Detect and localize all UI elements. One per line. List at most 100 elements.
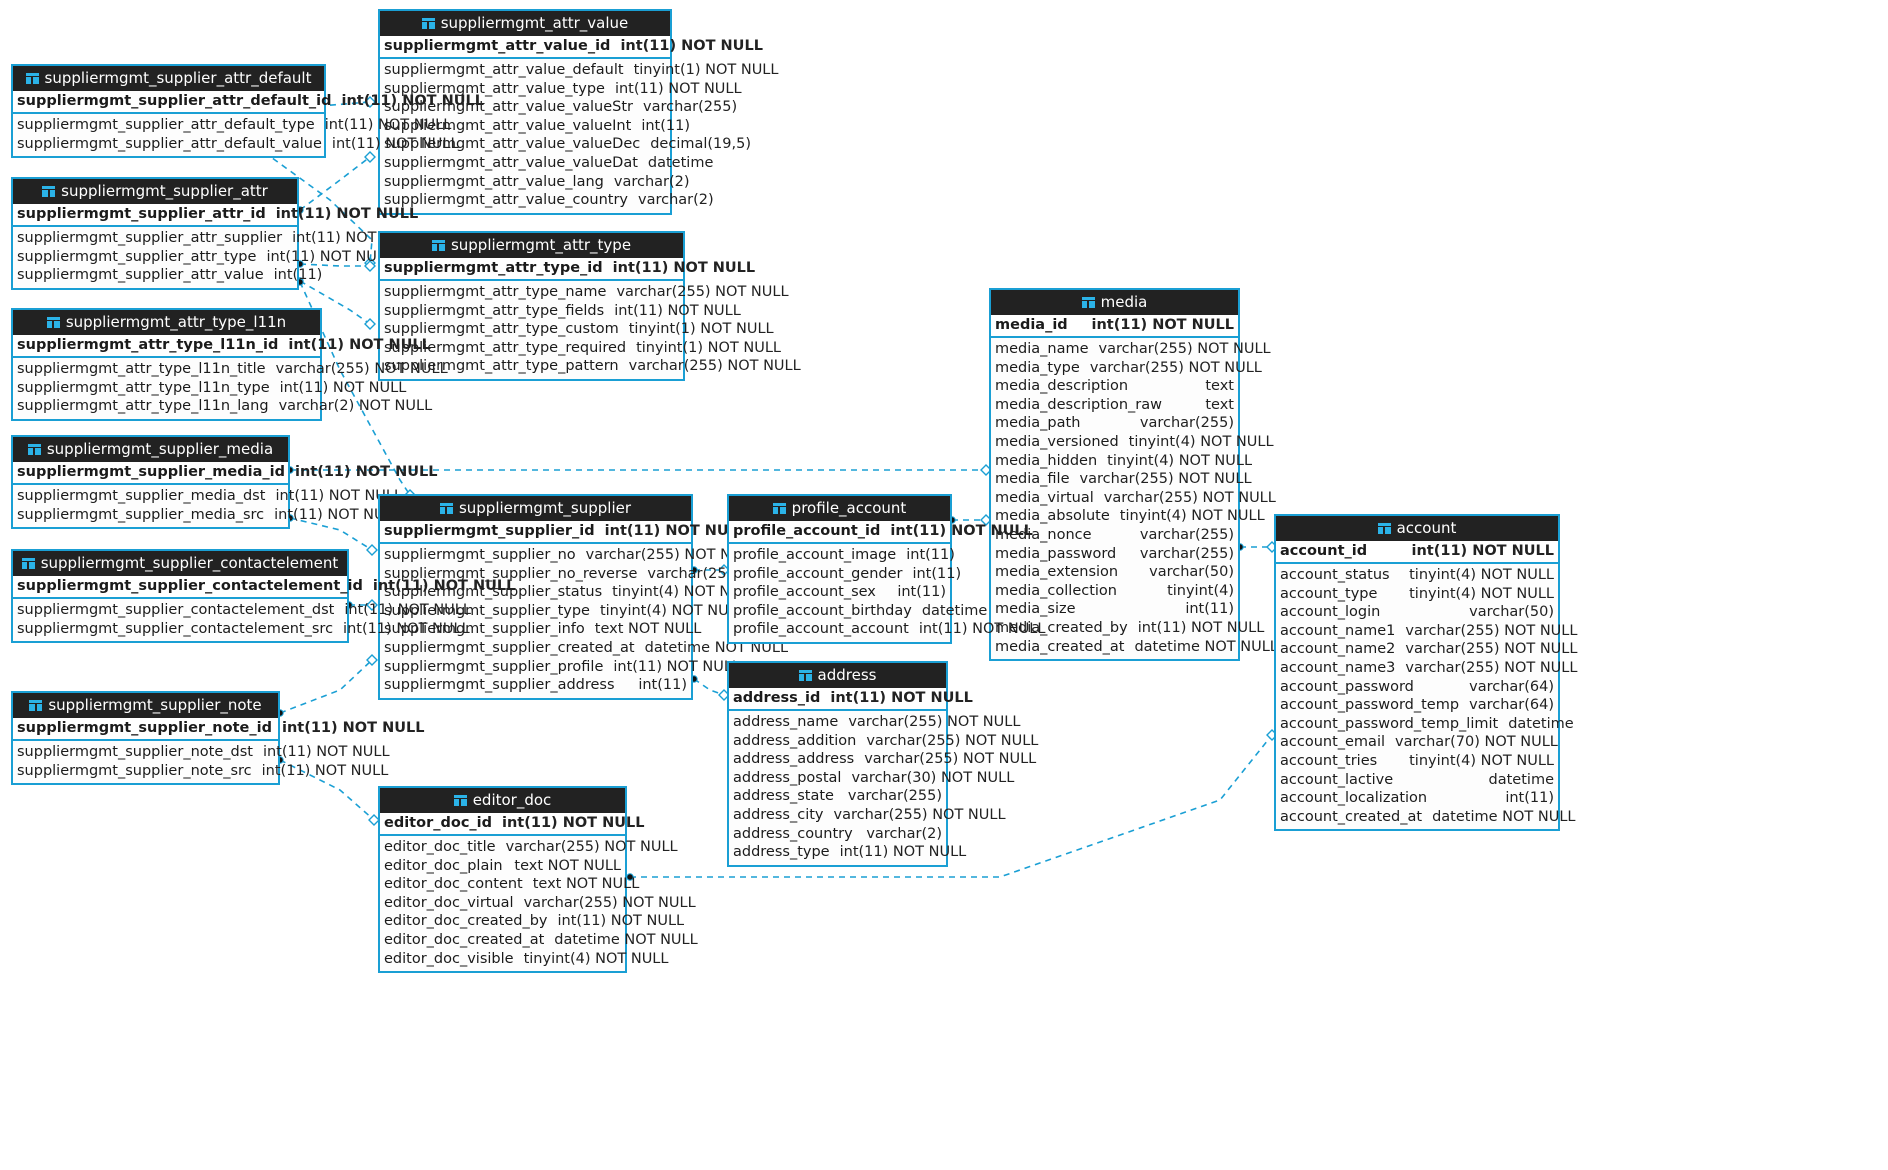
column-type: int(11) xyxy=(912,565,962,582)
column-name: editor_doc_title xyxy=(384,839,496,855)
entity-header[interactable]: editor_doc xyxy=(380,788,625,813)
entity-header[interactable]: suppliermgmt_supplier_contactelement xyxy=(13,551,347,576)
entity-header[interactable]: suppliermgmt_supplier_attr_default xyxy=(13,66,324,91)
column-type: int(11) NOT NULL xyxy=(288,337,431,353)
entity-header[interactable]: suppliermgmt_attr_type_l11n xyxy=(13,310,320,335)
table-icon xyxy=(42,186,56,197)
column-type: tinyint(4) NOT NULL xyxy=(612,584,758,601)
column-type: varchar(255) NOT NULL xyxy=(585,547,758,563)
column-type: varchar(255) xyxy=(643,99,738,116)
column-name: address_addition xyxy=(733,732,857,749)
entity-header[interactable]: suppliermgmt_attr_type xyxy=(380,233,683,258)
table-icon xyxy=(21,558,35,569)
column-name: account_password_temp_limit xyxy=(1280,715,1499,732)
entity-header[interactable]: profile_account xyxy=(729,496,950,521)
entity-header[interactable]: suppliermgmt_supplier_attr xyxy=(13,179,297,204)
entity-title: media xyxy=(1100,293,1148,311)
column-name: suppliermgmt_attr_type_fields xyxy=(384,302,605,319)
entity-header[interactable]: suppliermgmt_supplier_media xyxy=(13,437,288,462)
column-type: varchar(255) NOT NULL xyxy=(1079,471,1252,488)
column-type: int(11) NOT NULL xyxy=(344,602,471,618)
column-name: media_extension xyxy=(995,564,1119,581)
column-type: varchar(255) NOT NULL xyxy=(505,839,678,855)
column-name: profile_account_birthday xyxy=(733,602,912,619)
column-row: account_password_temp_limit datetime xyxy=(1276,715,1574,734)
entity-header[interactable]: account xyxy=(1276,516,1558,541)
column-type: varchar(255) NOT NULL xyxy=(1089,359,1262,376)
column-name: editor_doc_created_at xyxy=(384,931,545,948)
column-type: datetime NOT NULL xyxy=(1432,808,1576,825)
column-name: address_city xyxy=(733,806,824,823)
entity-title: suppliermgmt_supplier_attr_default xyxy=(44,69,312,87)
column-name: suppliermgmt_supplier_contactelement_dst xyxy=(17,602,335,618)
column-name: profile_account_image xyxy=(733,547,897,563)
column-type: text NOT NULL xyxy=(594,621,702,638)
entity-table-suppliermgmt_attr_value[interactable]: suppliermgmt_attr_value suppliermgmt_attr… xyxy=(378,9,778,215)
entity-header[interactable]: address xyxy=(729,663,946,688)
column-type: int(11) NOT NULL xyxy=(830,690,973,706)
entity-header[interactable]: suppliermgmt_supplier_note xyxy=(13,693,278,718)
column-type: varchar(255) NOT NULL xyxy=(616,284,789,300)
column-type: varchar(2) xyxy=(638,192,714,209)
entity-header[interactable]: media xyxy=(991,290,1238,315)
column-type: decimal(19,5) xyxy=(650,136,751,153)
column-type: varchar(255) xyxy=(847,788,942,805)
table-icon xyxy=(439,503,453,514)
column-type: int(11) xyxy=(273,267,323,284)
column-type: tinyint(4) NOT NULL xyxy=(1409,752,1554,769)
column-name: suppliermgmt_attr_value_id xyxy=(384,38,611,54)
column-name: profile_account_sex xyxy=(733,584,876,601)
column-name: suppliermgmt_supplier_attr_type xyxy=(17,248,257,265)
column-type: int(11) NOT NULL xyxy=(839,844,967,861)
column-type: datetime xyxy=(1508,715,1574,732)
column-type: varchar(255) NOT NULL xyxy=(866,732,1039,749)
column-row: address_city varchar(255) NOT NULL xyxy=(729,806,1006,825)
table-icon xyxy=(1377,523,1391,534)
column-type: int(11) NOT NULL xyxy=(331,135,459,152)
column-name: suppliermgmt_supplier_created_at xyxy=(384,639,635,656)
entity-header[interactable]: suppliermgmt_supplier xyxy=(380,496,691,521)
entity-header[interactable]: suppliermgmt_attr_value xyxy=(380,11,670,36)
column-name: media_path xyxy=(995,415,1081,432)
column-row: editor_doc_title varchar(255) NOT NULL xyxy=(380,838,678,857)
column-type: int(11) NOT NULL xyxy=(1137,619,1265,636)
column-name: address_state xyxy=(733,788,834,805)
column-type: text NOT NULL xyxy=(532,876,640,893)
column-name: account_lactive xyxy=(1280,771,1394,788)
entity-table-suppliermgmt_attr_type_l11n[interactable]: suppliermgmt_attr_type_l11n suppliermgmt_… xyxy=(11,308,448,421)
column-type: varchar(255) NOT NULL xyxy=(833,806,1006,823)
column-type: int(11) NOT NULL xyxy=(343,620,470,637)
